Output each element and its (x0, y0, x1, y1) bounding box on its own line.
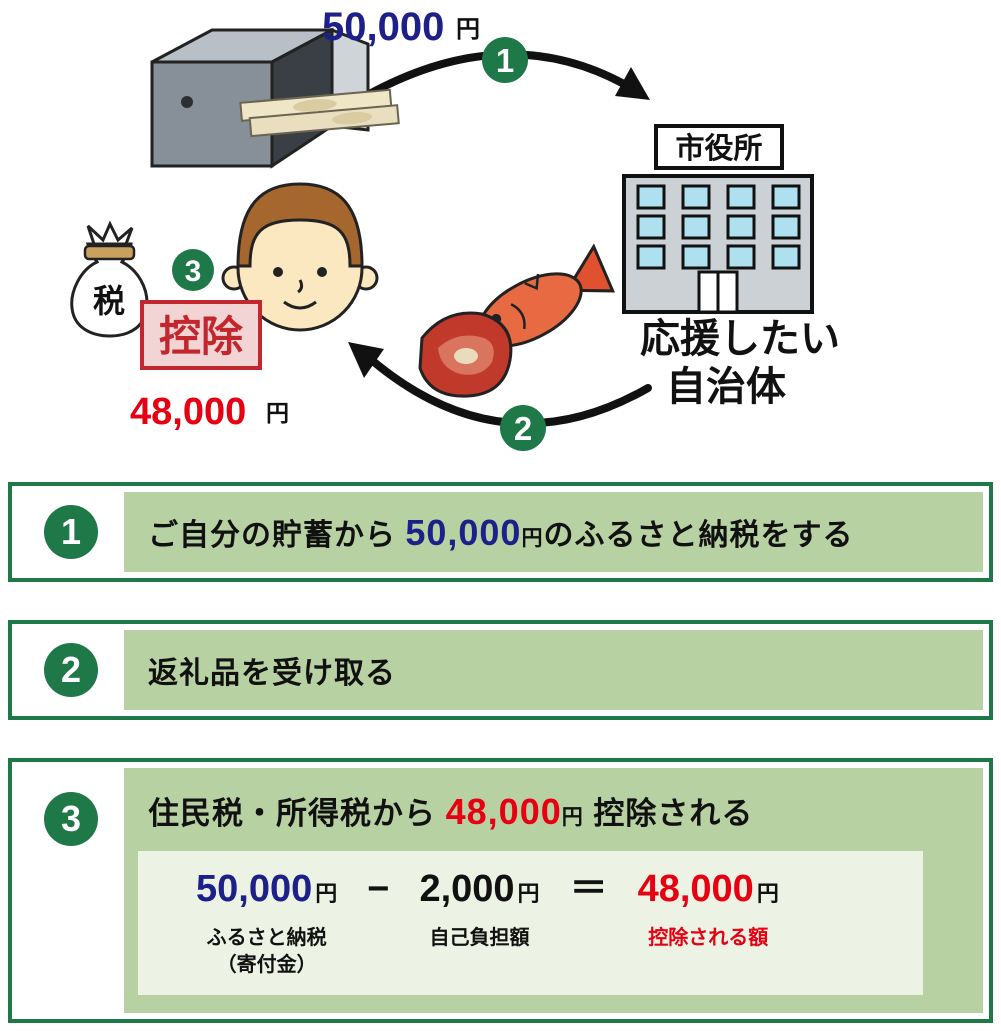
tax-bag-illustration: 税 (70, 220, 149, 338)
top-amount-number: 50,000 (322, 5, 444, 49)
svg-text:応援したい: 応援したい (640, 317, 840, 361)
formula-result-label: 控除される額 (648, 926, 769, 949)
step2-number-column: 2 (18, 630, 124, 710)
step2-content: 返礼品を受け取る (124, 630, 983, 710)
step1-number-column: 1 (18, 492, 124, 572)
tax-bag-label: 税 (93, 283, 125, 319)
formula-result-unit: 円 (756, 881, 779, 906)
deducted-amount: 48,000 円 (130, 391, 289, 433)
money-bills (239, 88, 400, 138)
formula-term1-unit: 円 (315, 881, 338, 906)
top-amount: 50,000 円 (322, 5, 480, 49)
step3-amount: 48,000 (445, 791, 562, 832)
equals-operator: ＝ (569, 868, 608, 910)
step3-badge: 3 (172, 249, 214, 291)
formula-term2-number: 2,000 (419, 868, 515, 910)
person-illustration (221, 182, 379, 332)
formula-term1-label: ふるさと納税 （寄付金） (206, 926, 327, 976)
step-row-1: 1 ご自分の貯蓄から 50,000円のふるさと納税をする (8, 482, 993, 582)
step1-amount: 50,000 (405, 512, 522, 553)
hair (236, 182, 364, 268)
svg-text:自治体: 自治体 (666, 365, 786, 409)
formula-term2-unit: 円 (517, 881, 540, 906)
cycle-illustration-svg: 50,000 円 1 2 市役所 (70, 5, 840, 451)
minus-operator: − (367, 868, 390, 910)
step1-text: ご自分の貯蓄から 50,000円のふるさと納税をする (148, 512, 854, 553)
deducted-amount-unit: 円 (266, 400, 289, 426)
city-hall-sign: 市役所 (675, 131, 762, 165)
svg-text:3: 3 (185, 255, 202, 288)
cycle-illustration: 50,000 円 1 2 市役所 (0, 0, 1001, 482)
step1-amount-unit: 円 (521, 527, 544, 550)
safe-illustration (150, 27, 400, 169)
formula-term1-number: 50,000 (196, 868, 313, 910)
deducted-amount-number: 48,000 (130, 391, 246, 433)
step3-number-badge: 3 (44, 792, 98, 846)
step2-badge: 2 (500, 405, 546, 451)
gift-meat (418, 311, 513, 398)
step3-number-column: 3 (18, 768, 124, 1013)
step3-text: 住民税・所得税から 48,000円 控除される (148, 791, 754, 832)
step2-text: 返礼品を受け取る (148, 657, 396, 690)
deduction-box: 控除 (140, 300, 262, 370)
svg-text:1: 1 (496, 42, 514, 79)
deduction-box-label: 控除 (159, 313, 244, 360)
municipality-label: 応援したい 自治体 (640, 317, 840, 409)
city-hall-windows (636, 184, 801, 270)
step2-number-badge: 2 (44, 643, 98, 697)
step3-amount-unit: 円 (561, 806, 584, 829)
formula-term2-label: 自己負担額 (429, 926, 530, 949)
steps-list: 1 ご自分の貯蓄から 50,000円のふるさと納税をする 2 返礼品を受け取る … (0, 482, 1001, 1023)
step1-badge: 1 (482, 37, 528, 83)
top-amount-unit: 円 (456, 16, 480, 43)
step1-number-badge: 1 (44, 505, 98, 559)
step-row-2: 2 返礼品を受け取る (8, 620, 993, 720)
step1-content: ご自分の貯蓄から 50,000円のふるさと納税をする (124, 492, 983, 572)
formula-result-number: 48,000 (637, 868, 754, 910)
svg-text:2: 2 (514, 410, 532, 447)
city-hall-illustration: 市役所 (622, 124, 814, 314)
